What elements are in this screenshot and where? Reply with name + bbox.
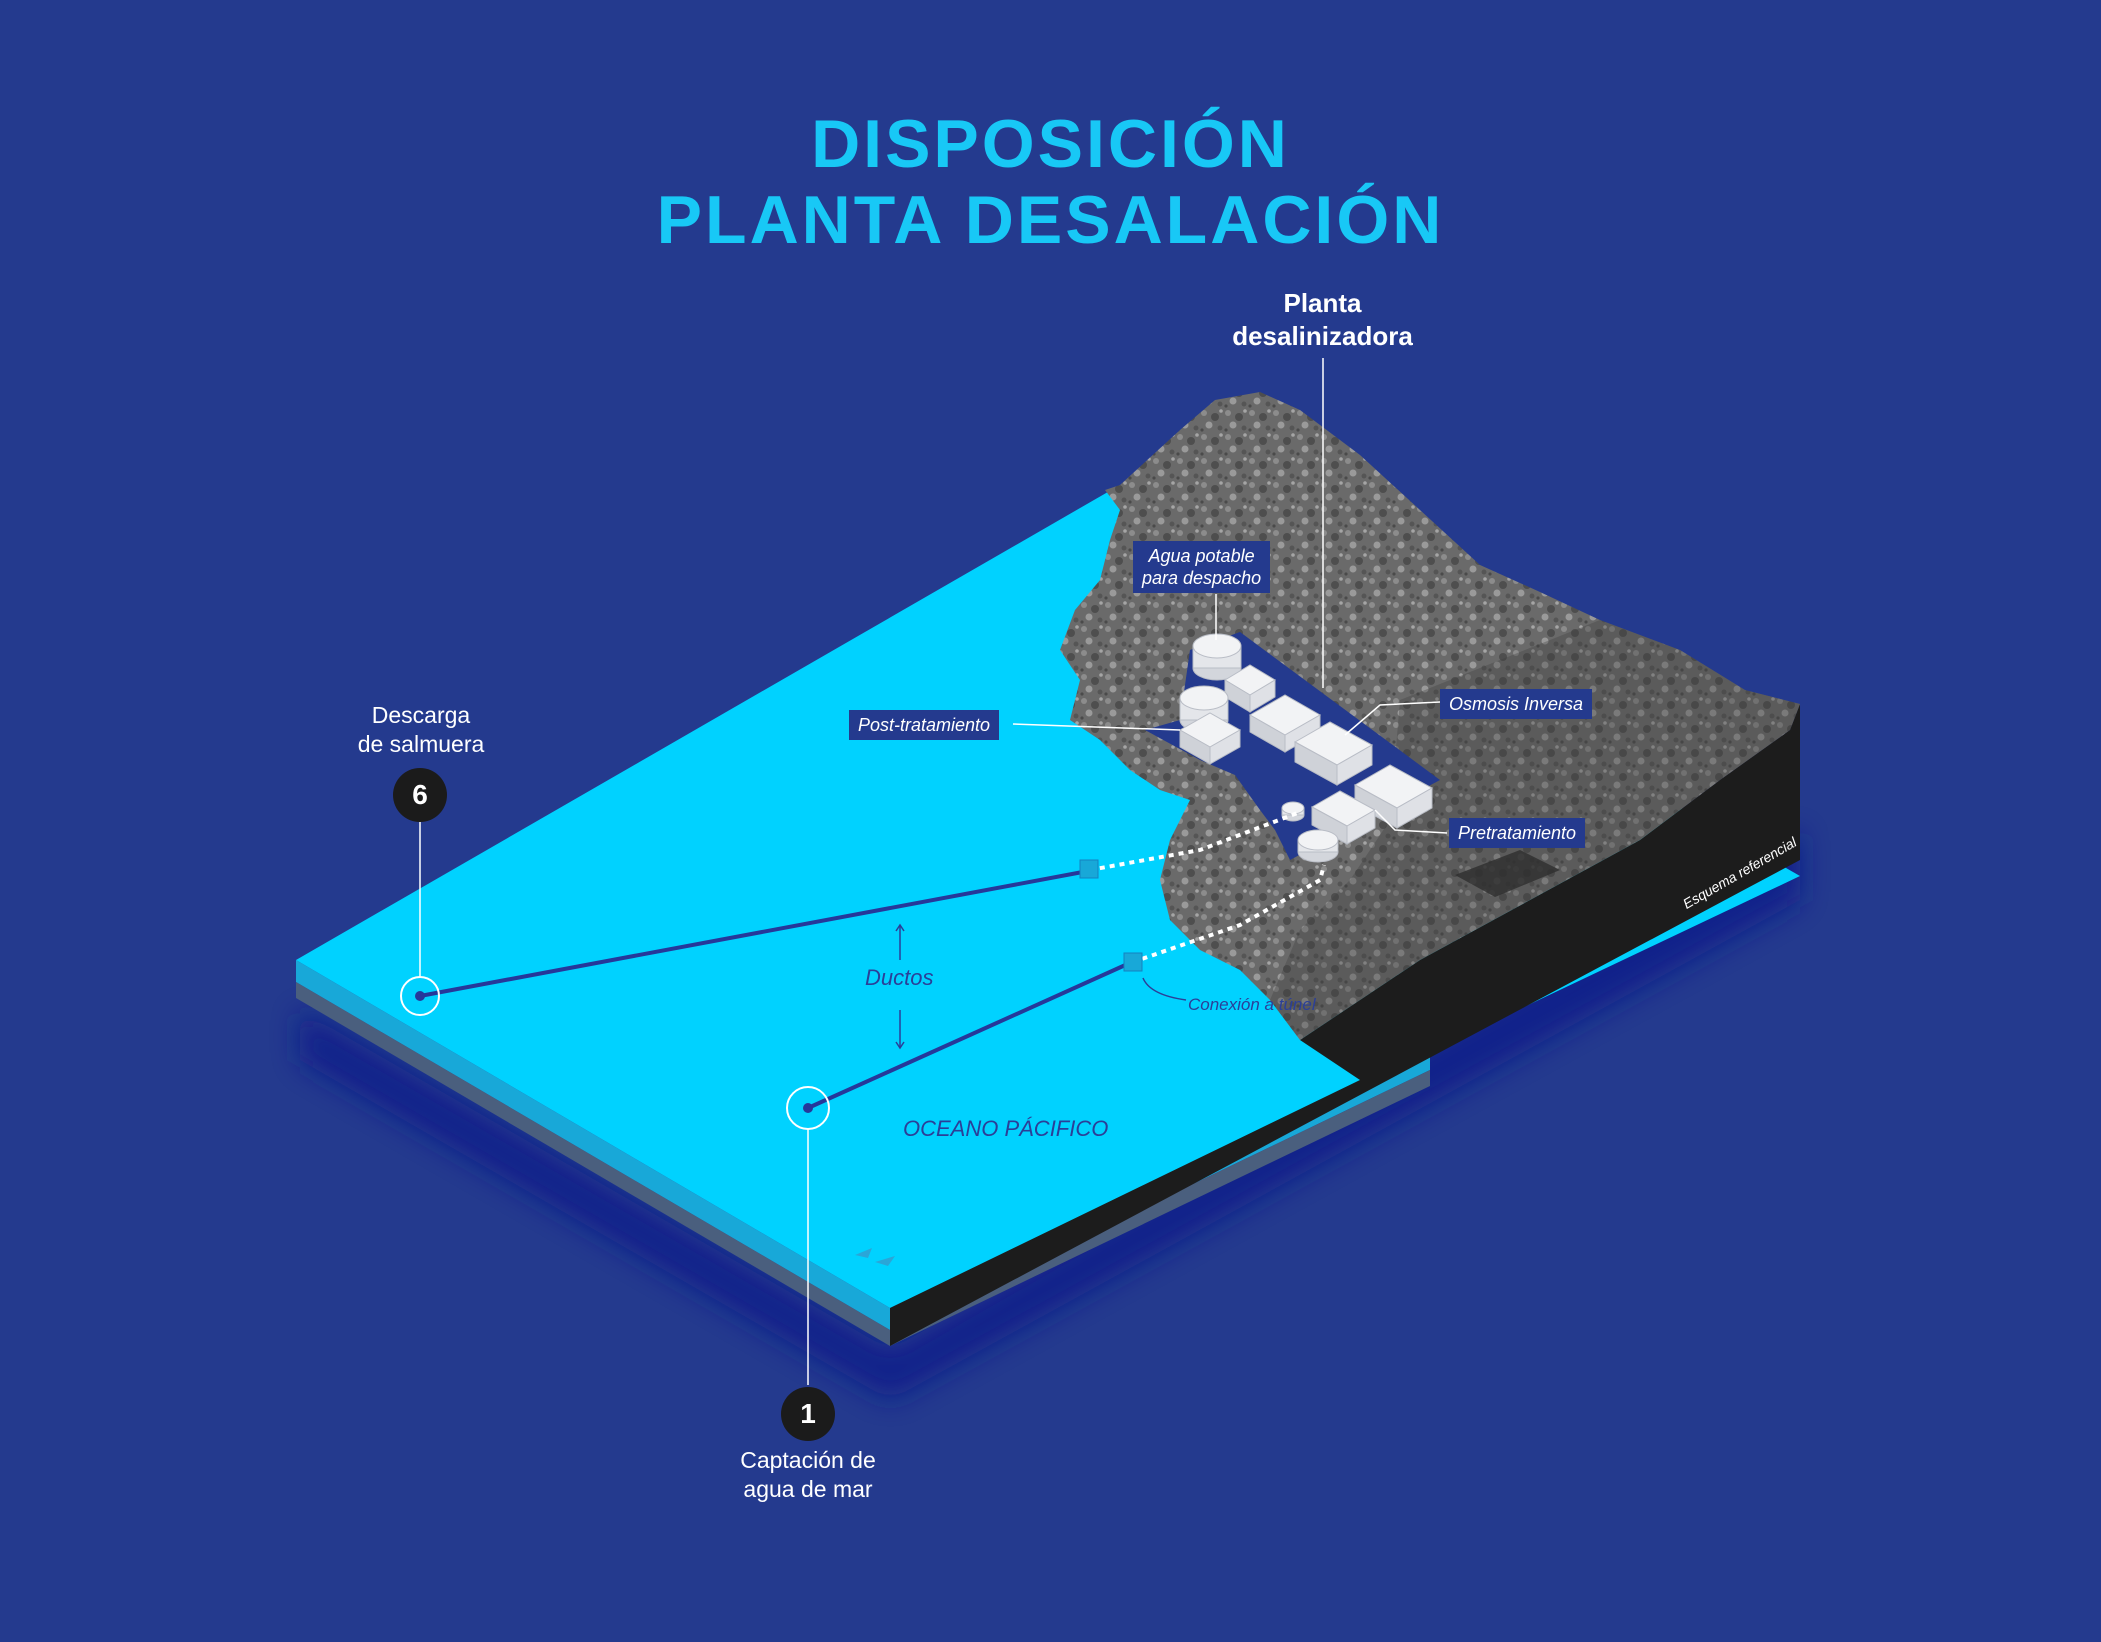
label-oceano: OCEANO PÁCIFICO (903, 1116, 1109, 1141)
ductos-arrow (895, 923, 905, 1050)
plant-title-line-2: desalinizadora (1232, 321, 1413, 351)
label-descarga-line-1: Descarga (371, 702, 471, 728)
ocean-left-face-bottom (296, 982, 890, 1346)
marker-captacion: 1 (781, 1387, 835, 1441)
label-captacion-line-1: Captación de (740, 1447, 876, 1473)
label-conexion-tunel: Conexión a túnel (1188, 995, 1316, 1014)
plant-title-line-1: Planta (1283, 288, 1362, 318)
label-captacion-line-2: agua de mar (743, 1476, 873, 1502)
pipelines (419, 869, 1133, 1110)
tunnel-boxes (1079, 859, 1143, 972)
field-patch (1455, 850, 1560, 897)
plant-buildings (1178, 633, 1434, 863)
label-agua-potable: Agua potable para despacho (1133, 541, 1271, 593)
tunnel-connections (1089, 810, 1326, 964)
ocean-right-face-bottom (890, 1070, 1430, 1346)
label-descarga: Descarga de salmuera (336, 701, 506, 759)
conexion-arrow (1142, 977, 1187, 1001)
title-line-1: DISPOSICIÓN (811, 106, 1290, 182)
label-post-tratamiento: Post-tratamiento (849, 710, 1000, 740)
plant-title: Planta desalinizadora (1180, 287, 1465, 353)
label-pretratamiento: Pretratamiento (1449, 818, 1586, 848)
label-ductos: Ductos (865, 965, 934, 990)
label-agua-potable-line-2: para despacho (1142, 568, 1262, 588)
label-descarga-line-2: de salmuera (357, 731, 485, 757)
ocean-left-face (296, 960, 890, 1330)
label-captacion: Captación de agua de mar (713, 1446, 903, 1504)
marker-descarga: 6 (393, 768, 447, 822)
title-line-2: PLANTA DESALACIÓN (656, 182, 1445, 258)
land-side-face (890, 704, 1800, 1346)
leader-lines (419, 358, 1448, 1385)
label-osmosis-inversa: Osmosis Inversa (1440, 689, 1593, 719)
block-shadow (300, 830, 1800, 1400)
label-agua-potable-line-1: Agua potable (1148, 546, 1255, 566)
north-arrow-icon (855, 1248, 895, 1266)
